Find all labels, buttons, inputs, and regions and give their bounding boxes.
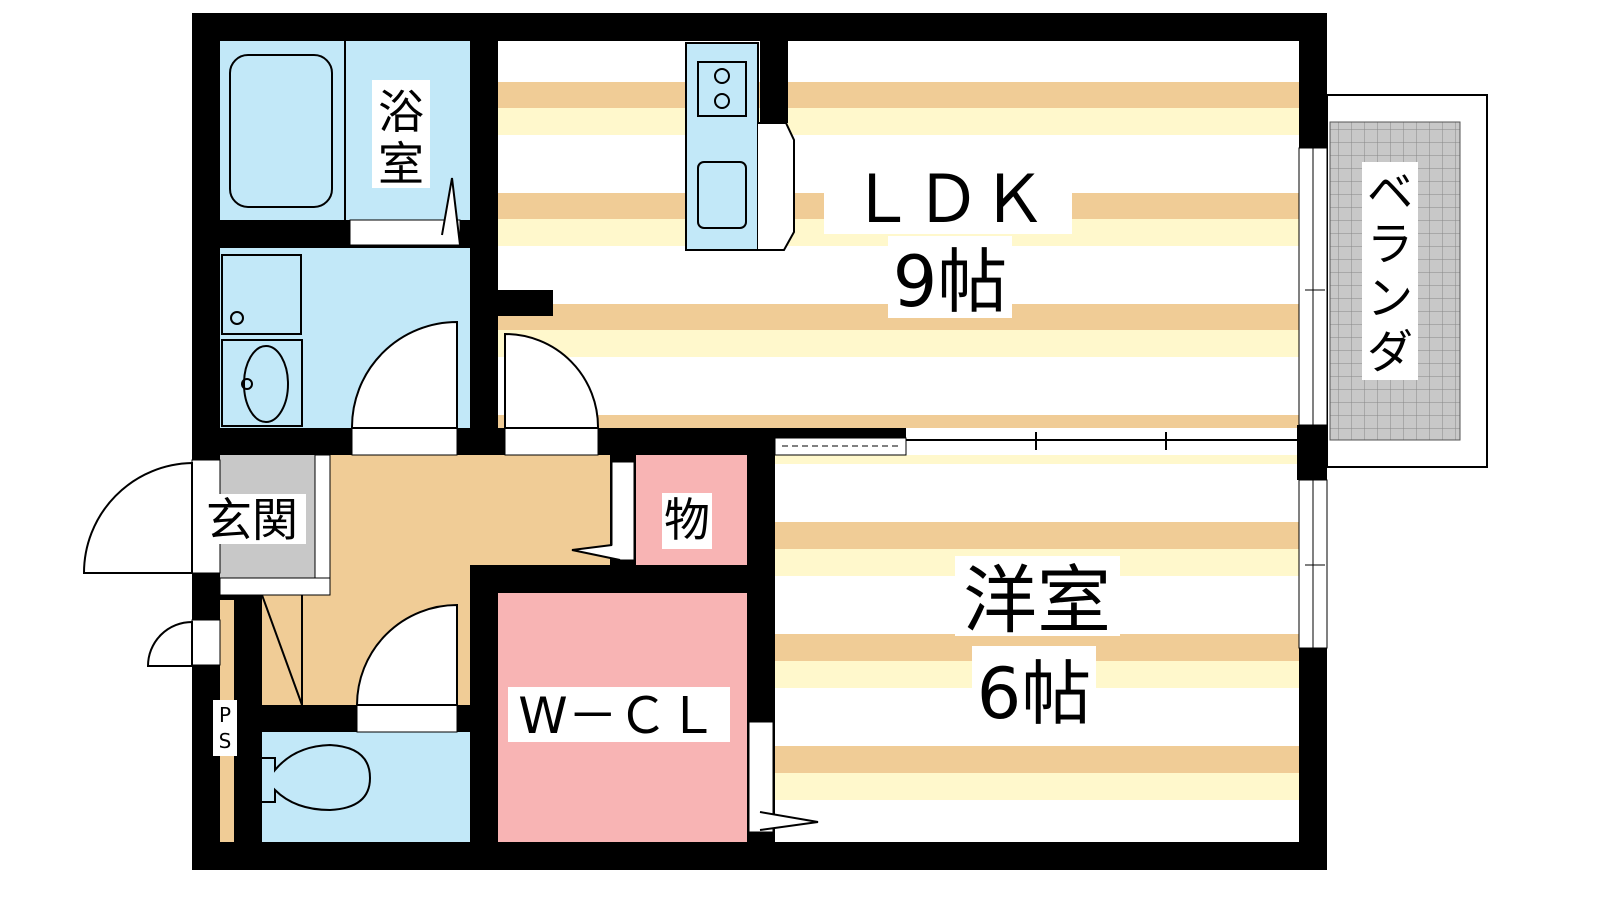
veranda-label-2: ラ <box>1367 217 1413 271</box>
bath-label-2: 室 <box>378 137 424 191</box>
ps-door[interactable] <box>146 619 221 667</box>
western-room-size: 6帖 <box>977 653 1092 735</box>
ldk-floor <box>498 41 1299 428</box>
entrance-label: 玄関 <box>206 493 298 547</box>
toilet-door[interactable] <box>355 603 458 733</box>
ps-label-1: P <box>219 703 231 727</box>
toilet-floor <box>262 732 470 842</box>
toilet-fixture <box>262 743 372 812</box>
bathtub <box>229 54 333 208</box>
veranda-label-1: ベ <box>1367 165 1413 219</box>
washroom-door[interactable] <box>350 320 458 456</box>
ldk-window[interactable] <box>1298 147 1328 426</box>
ldk-label: ＬＤＫ <box>849 161 1047 238</box>
sliding-door[interactable] <box>774 425 1327 480</box>
hallway-floor <box>262 455 610 705</box>
entrance-door[interactable] <box>82 459 221 574</box>
ldk-size: 9帖 <box>893 241 1008 323</box>
western-room-label: 洋室 <box>963 558 1111 644</box>
ps-label-2: S <box>219 729 232 753</box>
western-room-window[interactable] <box>1298 479 1328 649</box>
kitchen-counter <box>685 41 795 251</box>
veranda-label-3: ン <box>1367 271 1413 325</box>
ldk-door[interactable] <box>504 332 600 456</box>
veranda-label-4: ダ <box>1367 325 1413 379</box>
closet-door[interactable] <box>748 721 819 833</box>
washer-space <box>221 254 302 335</box>
storage-label: 物 <box>664 493 710 547</box>
wic-label: W－ＣＬ <box>518 687 717 745</box>
bath-label-1: 浴 <box>378 85 424 139</box>
wash-basin <box>221 339 303 427</box>
